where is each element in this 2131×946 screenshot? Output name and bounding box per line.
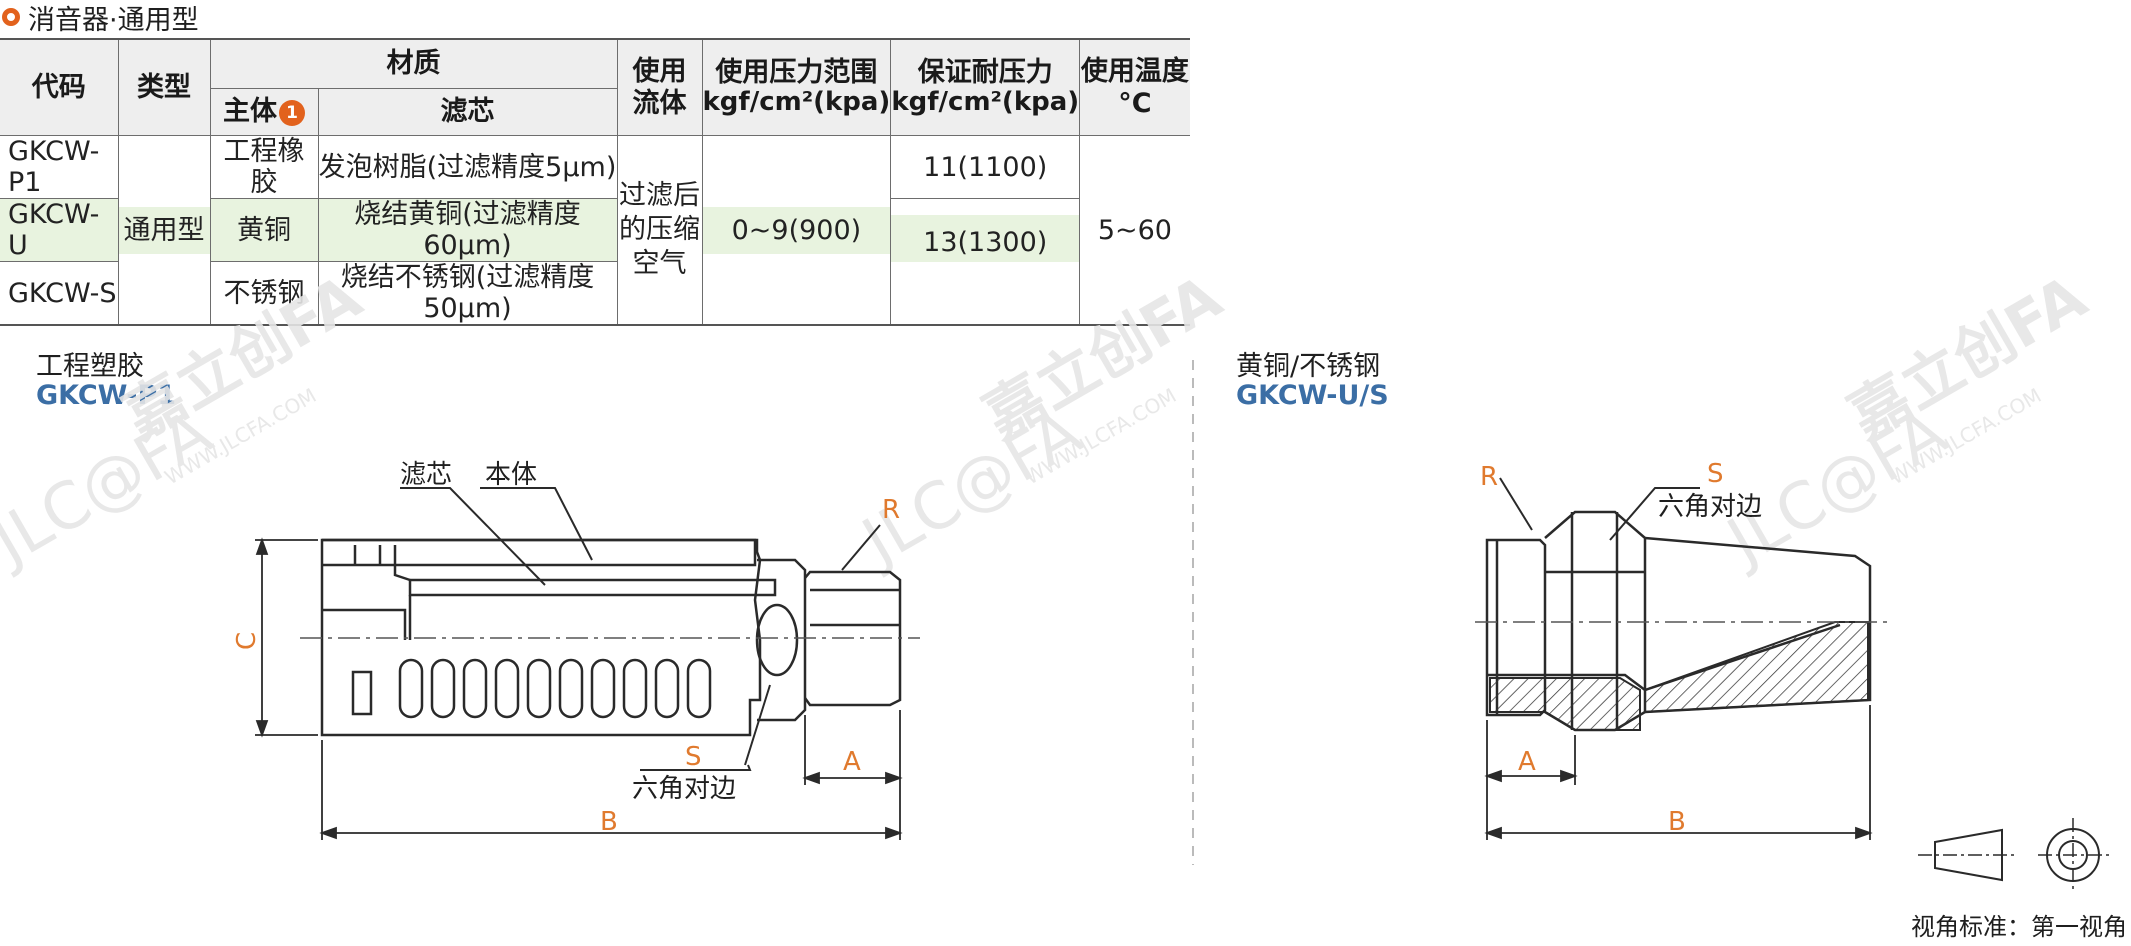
table-row: GKCW-S 不锈钢 烧结不锈钢(过滤精度50μm)	[0, 261, 1190, 326]
dim-B-left: B	[600, 807, 618, 837]
right-code-label: GKCW-U/S	[1236, 380, 1389, 411]
dim-C-left: C	[232, 632, 262, 650]
left-body-top	[322, 538, 757, 567]
cell-fluid: 过滤后的压缩空气	[616, 135, 703, 326]
row-filter: 发泡树脂(过滤精度5μm)	[317, 134, 618, 200]
dim-A-left: A	[843, 747, 861, 777]
note-badge: 1	[279, 100, 305, 127]
row-body: 不锈钢	[209, 261, 319, 326]
left-hex-face	[755, 603, 799, 677]
label-hex-left: 六角对边	[632, 774, 736, 804]
header-proof-pressure: 保证耐压力 kgf/cm²(kpa)	[890, 38, 1081, 136]
dim-R-right: R	[1480, 462, 1498, 492]
left-thread	[803, 570, 902, 707]
left-material-label: 工程塑胶	[36, 351, 144, 382]
left-code-label: GKCW-P1	[36, 380, 177, 411]
section-title: 消音器·通用型	[0, 0, 199, 36]
header-pressure-range: 使用压力范围 kgf/cm²(kpa)	[701, 38, 892, 136]
right-material-label: 黄铜/不锈钢	[1236, 351, 1381, 382]
label-body: 本体	[485, 460, 537, 490]
row-body: 黄铜	[209, 198, 319, 263]
cell-proof-us: 13(1300)	[890, 198, 1081, 326]
label-filter: 滤芯	[400, 460, 452, 490]
table-row: GKCW-U 黄铜 烧结黄铜(过滤精度60μm) 13(1300)	[0, 198, 1190, 326]
dim-S-left: S	[685, 742, 702, 772]
cell-pressure-range: 0~9(900)	[701, 135, 892, 326]
row-filter: 烧结黄铜(过滤精度60μm)	[317, 198, 618, 263]
first-angle-projection-icon	[1918, 818, 2110, 892]
dim-B-right: B	[1668, 807, 1686, 837]
left-hex	[757, 558, 807, 722]
header-code: 代码	[0, 38, 119, 136]
dim-A-right: A	[1518, 747, 1536, 777]
header-fluid: 使用流体	[616, 38, 703, 136]
circle-bullet-icon	[2, 8, 20, 26]
label-hex-right: 六角对边	[1658, 492, 1762, 522]
dim-S-right: S	[1707, 459, 1724, 489]
header-filter: 滤芯	[317, 88, 618, 136]
header-type: 类型	[117, 38, 211, 136]
watermark: JLC@FA 嘉立创FA WWW.JLCFA.COM JLC@FA 嘉立创FA …	[0, 262, 2099, 581]
row-filter: 烧结不锈钢(过滤精度50μm)	[317, 261, 618, 326]
cell-temperature: 5~60	[1079, 135, 1190, 326]
left-part-drawing	[320, 538, 902, 737]
spec-table: 代码 类型 材质 使用流体 使用压力范围 kgf/cm²(kpa) 保证耐压力 …	[0, 38, 1190, 327]
dim-R-left: R	[882, 495, 900, 525]
left-filter	[408, 578, 777, 597]
header-temperature: 使用温度 °C	[1079, 38, 1190, 136]
row-code: GKCW-U	[0, 198, 119, 263]
header-material: 材质	[209, 38, 618, 89]
cell-proof-p1: 11(1100)	[890, 134, 1081, 200]
row-body: 工程橡胶	[209, 134, 319, 200]
table-row: GKCW-P1 通用型 工程橡胶 发泡树脂(过滤精度5μm) 过滤后的压缩空气 …	[0, 134, 1190, 326]
view-standard-label: 视角标准：第一视角	[1911, 913, 2127, 941]
section-title-text: 消音器·通用型	[28, 4, 199, 36]
row-code: GKCW-S	[0, 261, 119, 326]
cell-type: 通用型	[117, 135, 211, 326]
row-code: GKCW-P1	[0, 134, 119, 200]
left-body-outline	[320, 538, 762, 737]
